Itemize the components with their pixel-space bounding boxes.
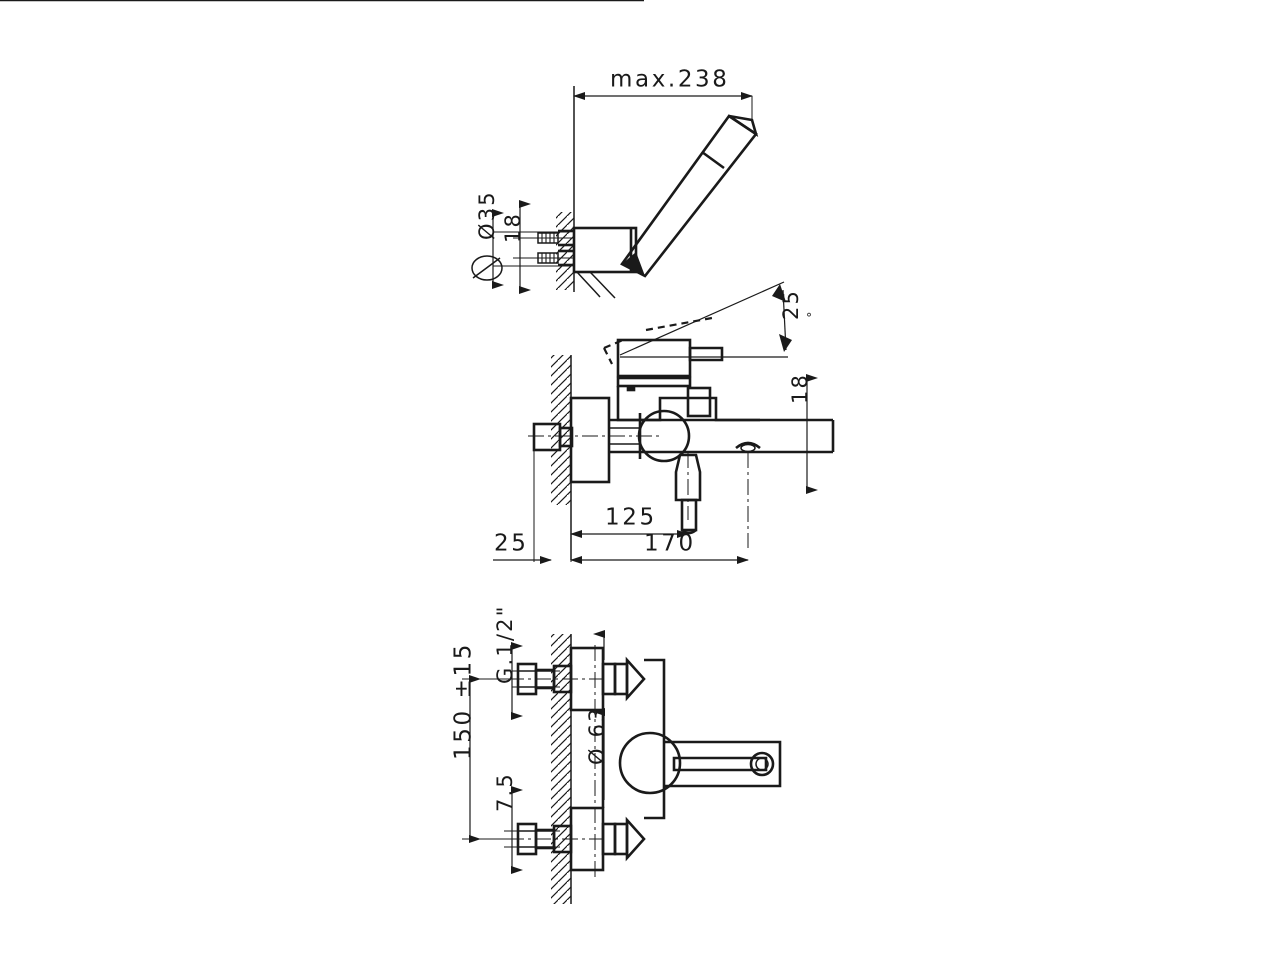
label-d35: Ø35 bbox=[475, 190, 499, 240]
wall-middle bbox=[551, 355, 572, 560]
dimension-25-left: 25 bbox=[493, 450, 552, 564]
label-75: 7.5 bbox=[493, 772, 517, 812]
mixer-body-middle bbox=[528, 386, 835, 548]
shower-hose bbox=[576, 271, 616, 299]
label-degree-symbol: ° bbox=[806, 311, 812, 325]
inlet-upper bbox=[508, 646, 646, 712]
view-middle-mixer-side: 25 ° bbox=[493, 281, 835, 564]
view-top-shower-holder: max.238 bbox=[471, 67, 759, 299]
label-d18-top: 18 bbox=[501, 212, 525, 243]
wall-fixings bbox=[513, 229, 574, 267]
dimension-thread: G.1/2" bbox=[493, 604, 560, 720]
label-thread: G.1/2" bbox=[493, 604, 517, 684]
label-170: 170 bbox=[644, 531, 696, 557]
mixer-body-front bbox=[0, 0, 782, 880]
dimension-d35: Ø35 bbox=[471, 190, 570, 289]
view-bottom-mixer-front: Ø 63 G.1/2" 150 ±15 7.5 bbox=[0, 0, 782, 904]
dimension-150: 150 ±15 bbox=[451, 642, 512, 843]
dimension-max238: max.238 bbox=[573, 67, 753, 122]
mixer-lever-handle bbox=[616, 338, 724, 388]
label-angle25: 25 bbox=[779, 289, 803, 320]
label-h18-middle: 18 bbox=[788, 373, 812, 404]
label-125: 125 bbox=[605, 505, 657, 531]
dimension-125: 125 bbox=[570, 482, 689, 562]
dimension-d63: Ø 63 bbox=[585, 630, 609, 800]
dimension-170: 170 bbox=[570, 531, 749, 564]
label-max238: max.238 bbox=[610, 67, 730, 93]
dimension-h18-middle: 18 bbox=[760, 373, 818, 494]
label-150: 150 ±15 bbox=[451, 642, 477, 760]
dimension-d18-top: 18 bbox=[501, 200, 574, 294]
dimension-75: 7.5 bbox=[493, 772, 560, 874]
label-25-left: 25 bbox=[494, 531, 528, 557]
angle-indicator-25: 25 ° bbox=[603, 281, 812, 365]
label-d63: Ø 63 bbox=[585, 706, 609, 765]
inlet-lower bbox=[508, 806, 646, 872]
handshower bbox=[620, 114, 759, 278]
